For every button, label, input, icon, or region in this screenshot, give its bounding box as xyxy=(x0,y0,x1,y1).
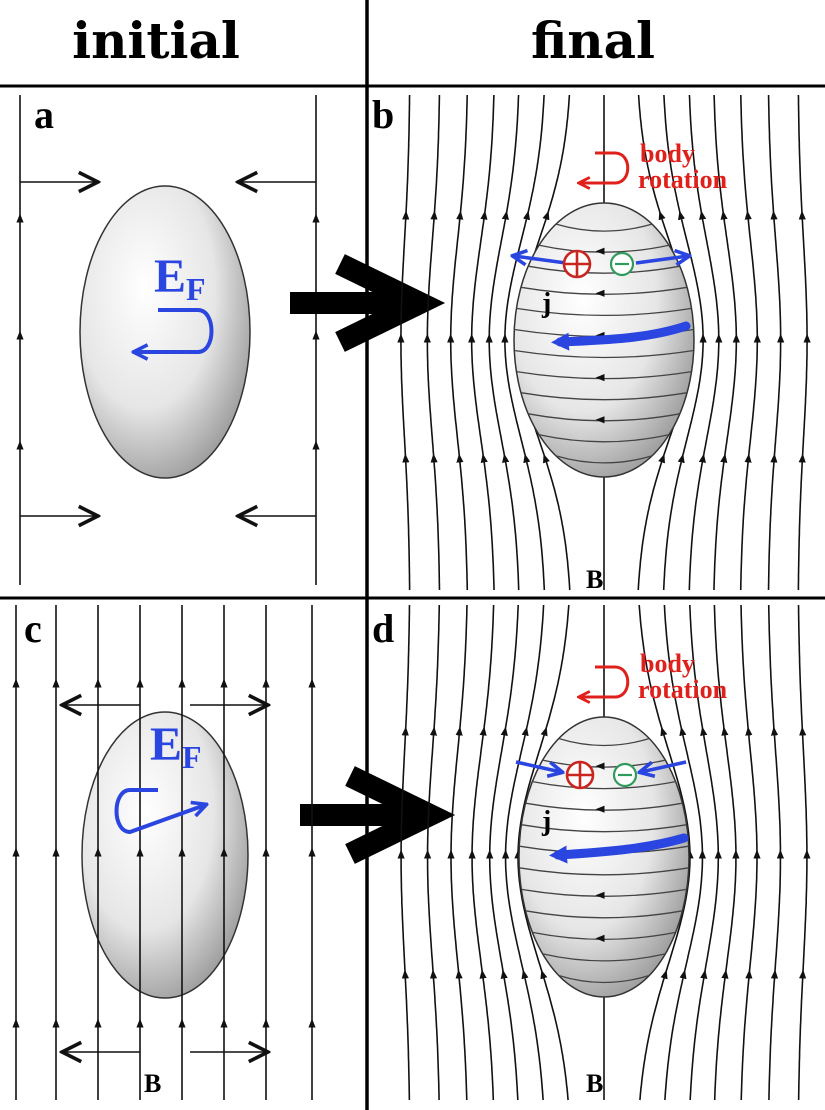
magnetic-field-label-c: B xyxy=(144,1069,161,1098)
panel-b: b j body rotation B xyxy=(372,92,811,594)
field-line xyxy=(797,94,808,590)
panel-d: d j body rotation B xyxy=(372,604,811,1101)
circled-plus-icon xyxy=(565,760,595,790)
current-ring xyxy=(555,223,653,232)
rotation-arrow-b xyxy=(551,321,691,351)
current-ring xyxy=(558,737,650,747)
header-final: final xyxy=(531,11,655,70)
current-label-b: j xyxy=(541,288,551,319)
magnetic-field-label-d: B xyxy=(586,1069,603,1098)
expansion-arrows-c xyxy=(62,705,268,1052)
current-ring xyxy=(525,910,683,919)
current-ring xyxy=(519,867,689,876)
inward-arrow-right xyxy=(641,760,687,772)
body-ellipsoid-d xyxy=(518,716,690,998)
magnetic-field-label-b: B xyxy=(586,565,603,594)
field-line xyxy=(426,95,441,591)
rotation-arrow-d xyxy=(549,833,689,864)
right-arrow-icon xyxy=(300,766,456,864)
panel-label-c: c xyxy=(24,606,42,651)
current-ring xyxy=(542,953,666,962)
field-line xyxy=(400,604,411,1101)
current-ring xyxy=(516,307,692,317)
panel-label-b: b xyxy=(372,92,394,137)
right-arrow-icon xyxy=(290,254,446,352)
field-line xyxy=(767,95,782,591)
curved-arrow-icon xyxy=(135,308,214,352)
compression-arrows-a xyxy=(20,182,316,516)
field-line xyxy=(488,94,520,591)
field-line xyxy=(740,604,758,1101)
panel-c: c EF B xyxy=(12,605,316,1100)
current-ring xyxy=(555,455,653,464)
current-ring xyxy=(514,349,694,359)
current-label-d: j xyxy=(541,806,551,837)
field-line xyxy=(488,604,519,1101)
electric-field-label-a: EF xyxy=(154,250,206,307)
electric-field-label-c: EF xyxy=(150,718,202,775)
curved-arrow-icon xyxy=(114,788,206,835)
inward-arrow-left xyxy=(515,760,561,772)
field-line xyxy=(662,94,704,591)
field-line xyxy=(688,94,720,591)
field-line xyxy=(713,94,738,590)
outward-arrow-left xyxy=(514,256,567,263)
field-line xyxy=(797,604,808,1101)
field-line xyxy=(504,94,546,591)
current-ring xyxy=(528,265,680,274)
curved-arrow-icon xyxy=(580,151,630,183)
current-ring xyxy=(520,392,688,401)
field-lines-a xyxy=(16,95,320,585)
panel-label-a: a xyxy=(34,92,54,137)
field-lines-c xyxy=(12,605,316,1100)
panel-label-d: d xyxy=(372,606,394,651)
field-line xyxy=(450,604,468,1101)
current-ring xyxy=(532,780,676,790)
body-ellipsoid-a xyxy=(79,185,251,479)
current-ring xyxy=(521,824,687,833)
field-line xyxy=(426,604,441,1101)
rotation-label-d: body rotation xyxy=(638,649,728,704)
header-initial: initial xyxy=(72,11,240,70)
outward-arrow-right xyxy=(635,256,688,263)
circled-plus-icon xyxy=(562,249,592,279)
panel-a: a EF xyxy=(16,92,320,585)
circled-minus-icon xyxy=(609,251,635,277)
field-line xyxy=(400,94,411,590)
body-ellipsoid-c xyxy=(81,711,249,999)
field-line xyxy=(449,94,469,591)
curved-arrow-icon xyxy=(580,665,630,697)
current-ring xyxy=(538,434,670,443)
field-line xyxy=(739,94,759,591)
field-line xyxy=(767,604,782,1101)
rotation-label-b: body rotation xyxy=(638,139,728,194)
current-ring xyxy=(558,974,650,984)
field-line xyxy=(470,94,495,590)
circled-minus-icon xyxy=(612,762,638,788)
